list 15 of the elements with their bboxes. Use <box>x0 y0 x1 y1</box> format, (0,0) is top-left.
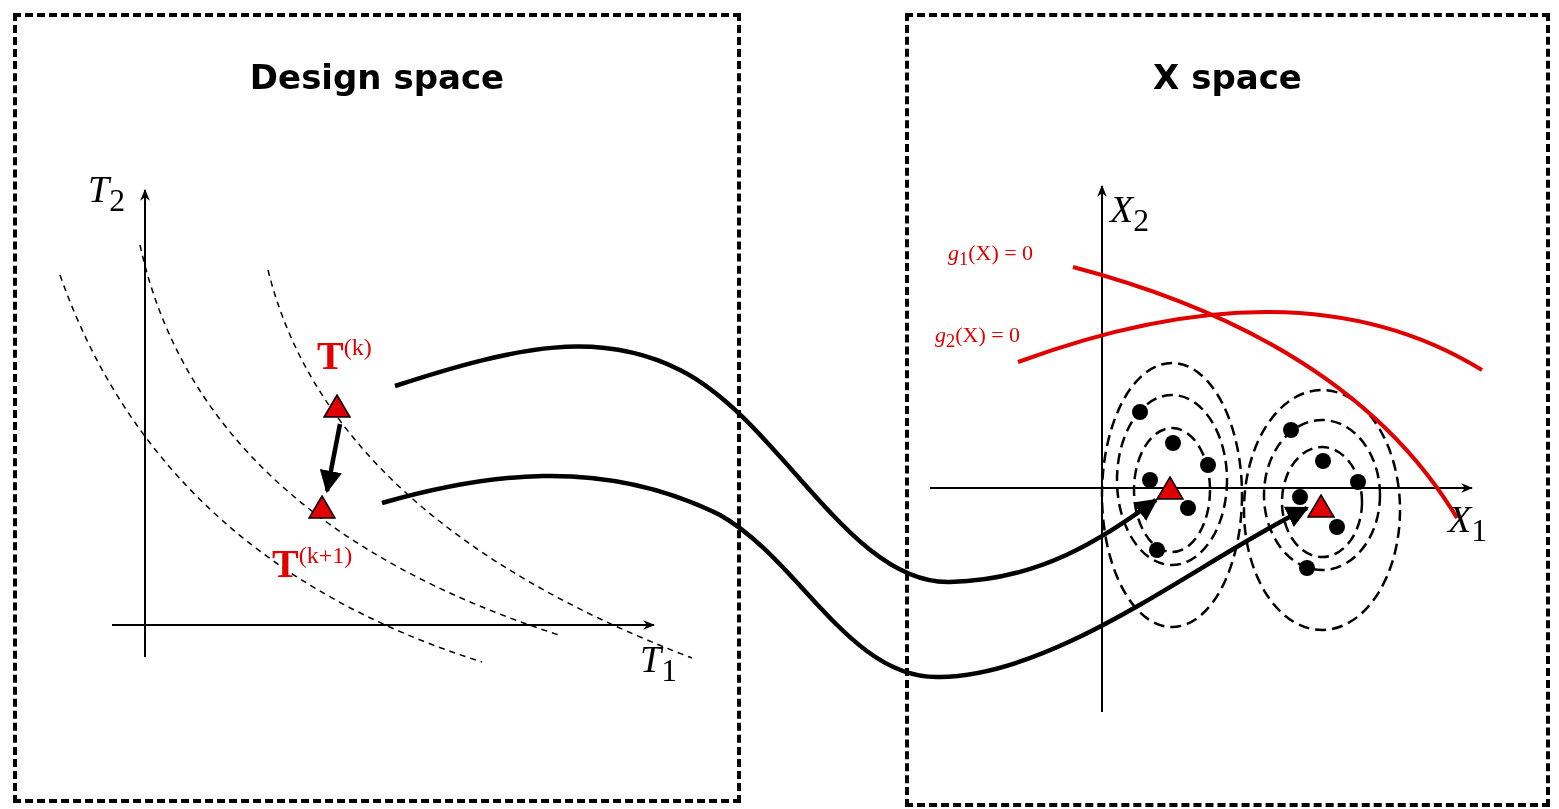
point-label: T$^{(k+1)}$ <box>272 542 353 584</box>
panel-title: X space <box>1153 57 1302 97</box>
axis-label: X$_{1}$ <box>1448 500 1488 547</box>
axis-label: T$_{2}$ <box>88 170 125 217</box>
constraint-label: g$_{2}$(X) = 0 <box>935 324 1021 351</box>
axis-label: X$_{2}$ <box>1110 190 1150 237</box>
point-label: T$^{(k)}$ <box>317 335 372 377</box>
dashed-panel <box>13 13 741 803</box>
arrow <box>381 473 1309 680</box>
axis-label: T$_{1}$ <box>640 640 677 687</box>
constraint-label: g$_{1}$(X) = 0 <box>948 242 1034 269</box>
panel-title: Design space <box>249 57 505 97</box>
arrow <box>394 344 1158 585</box>
dashed-panel <box>905 13 1550 807</box>
arrow <box>319 423 343 494</box>
